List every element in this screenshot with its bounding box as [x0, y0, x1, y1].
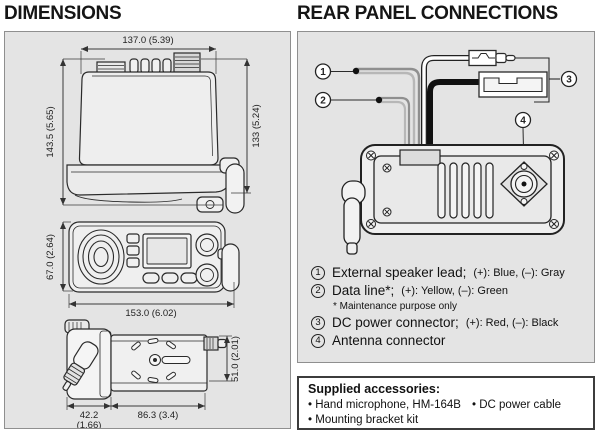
vent-slots [437, 162, 494, 219]
legend-detail-1: (+): Blue, (–): Gray [473, 266, 565, 279]
rear-panel-section: REAR PANEL CONNECTIONS [297, 2, 595, 430]
accessory-mounting-bracket: • Mounting bracket kit [308, 414, 419, 426]
dim-front-height-label: 67.0 (2.64) [45, 234, 56, 280]
supplied-accessories-title: Supplied accessories: [308, 382, 441, 396]
legend-num-1: 1 [311, 265, 325, 280]
legend-item-dc-power: 3 DC power connector; (+): Red, (–): Bla… [311, 315, 588, 330]
top-view-fins [129, 58, 172, 74]
dc-connector [478, 71, 548, 98]
legend-item-data-line: 2 Data line*; (+): Yellow, (–): Green [311, 283, 588, 298]
dimensions-drawing: 137.0 (5.39) 143.5 (5.65) 133 (5.24) [45, 35, 262, 428]
legend-item-speaker: 1 External speaker lead; (+): Blue, (–):… [311, 265, 588, 280]
radio-rear-panel [341, 144, 565, 255]
top-view-mic-hanger [225, 163, 245, 214]
legend-label-3: DC power connector; [332, 315, 459, 330]
side-view-bracket-holes [131, 337, 191, 384]
dim-top-width-label: 137.0 (5.39) [122, 35, 173, 46]
supplied-accessories-list: • Hand microphone, HM-164B • DC power ca… [308, 399, 584, 429]
callout-2-num: 2 [320, 96, 326, 107]
legend-detail-3: (+): Red, (–): Black [465, 316, 559, 329]
top-view-knob [196, 196, 224, 213]
dim-side-front-in-label: (1.66) [77, 420, 102, 428]
dimensions-title: DIMENSIONS [4, 3, 122, 24]
dim-side-body-label: 86.3 (3.4) [138, 410, 179, 421]
dim-side-front-mm-label: 42.2 [80, 410, 99, 421]
dimensions-section: DIMENSIONS [4, 2, 291, 429]
accessory-hand-microphone: • Hand microphone, HM-164B [308, 399, 461, 411]
dim-top-height-left [60, 58, 223, 206]
side-view-drawing [62, 319, 227, 400]
dim-front-width [68, 282, 235, 308]
white-cable [421, 55, 470, 152]
data-line-wires [331, 96, 411, 152]
front-view-drawing [68, 221, 240, 293]
front-view-speaker-grille [77, 229, 125, 285]
front-view-bottom-buttons [142, 272, 198, 284]
front-view-mic-lug [221, 243, 240, 292]
legend-num-3: 3 [311, 315, 325, 330]
dimensions-panel: 137.0 (5.39) 143.5 (5.65) 133 (5.24) [4, 31, 291, 429]
callout-1-num: 1 [320, 67, 326, 78]
callout-3: 3 [560, 70, 578, 88]
black-cable [427, 79, 480, 152]
callout-4-num: 4 [520, 116, 526, 127]
side-view-mic-plug [62, 341, 99, 391]
dim-side-widths [66, 393, 206, 410]
callout-3-bracket [515, 57, 560, 103]
dim-side-height [209, 335, 232, 382]
rear-panel-box: 1 2 3 4 [297, 31, 595, 363]
bullet-icon: • [308, 399, 313, 411]
bullet-icon: • [308, 414, 313, 426]
legend-item-antenna: 4 Antenna connector [311, 333, 588, 348]
dim-top-width [80, 46, 217, 74]
legend-detail-2: (+): Yellow, (–): Green [401, 284, 508, 297]
supplied-accessories-box: Supplied accessories: • Hand microphone,… [297, 376, 595, 430]
top-view-front-panel [66, 164, 230, 196]
dim-top-height-right-label: 133 (5.24) [251, 104, 262, 147]
dim-front-height [60, 221, 73, 292]
front-view-knobs [195, 233, 219, 287]
legend-num-2: 2 [311, 283, 325, 298]
rear-panel-title: REAR PANEL CONNECTIONS [297, 3, 558, 24]
bullet-icon: • [472, 399, 477, 411]
callout-3-num: 3 [566, 75, 572, 86]
dim-top-height-right [201, 58, 251, 194]
mic-connector [341, 180, 366, 255]
rear-panel-drawing: 1 2 3 4 [314, 49, 578, 255]
accessory-dc-power-cable: • DC power cable [472, 399, 562, 411]
legend-footnote: * Maintenance purpose only [333, 301, 457, 312]
antenna-connector [500, 161, 548, 207]
callout-2: 2 [314, 91, 332, 109]
legend-label-1: External speaker lead; [332, 265, 467, 280]
cable-entry [399, 149, 441, 166]
callout-1: 1 [314, 63, 332, 80]
top-view-connector-block [96, 61, 126, 74]
legend-num-4: 4 [311, 333, 325, 348]
spade-connector [468, 49, 516, 67]
top-view-drawing [66, 52, 245, 214]
dim-side-height-label: 51.0 (2.01) [230, 336, 241, 382]
front-view-side-buttons [126, 233, 140, 268]
corner-screws [366, 150, 559, 229]
dim-top-height-left-label: 143.5 (5.65) [45, 106, 56, 157]
rear-legend: 1 External speaker lead; (+): Blue, (–):… [298, 260, 594, 348]
legend-label-4: Antenna connector [332, 333, 446, 348]
top-view-heatsink [173, 52, 201, 73]
dim-front-width-label: 153.0 (6.02) [125, 308, 176, 319]
speaker-lead-wires [331, 67, 421, 152]
top-view-body [78, 71, 219, 166]
legend-label-2: Data line*; [332, 283, 395, 298]
side-view-antenna-stub [203, 336, 219, 351]
